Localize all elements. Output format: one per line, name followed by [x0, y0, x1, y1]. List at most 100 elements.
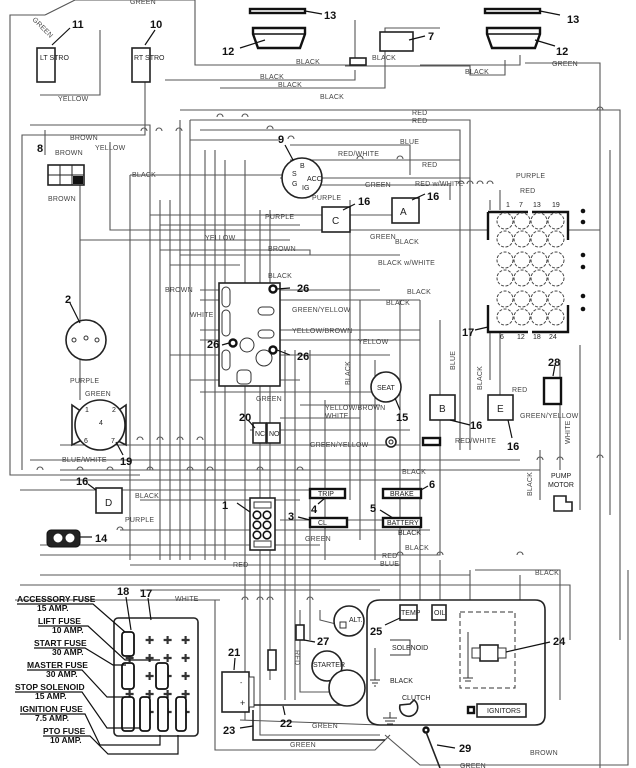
- svg-text:1: 1: [85, 407, 89, 414]
- wire-label-purple: PURPLE: [125, 517, 154, 524]
- wire-label-green: GREEN: [256, 396, 282, 403]
- fuse-legend-item: STOP SOLENOID 15 AMP.: [15, 682, 140, 729]
- wire-label-white: WHITE: [190, 312, 214, 319]
- wire-label-black: BLACK: [402, 469, 426, 476]
- connector-cavity: [547, 212, 565, 230]
- fuse-socket: ✚: [145, 635, 154, 647]
- pto-switch: 1 2 4 6 7 19: [71, 399, 132, 468]
- wire-label-brown: BROWN: [70, 135, 98, 142]
- wire-label-black: BLACK: [345, 361, 352, 385]
- wire-label-red: RED: [520, 188, 535, 195]
- connector-cavity: [530, 290, 548, 308]
- callout-2: 2: [65, 294, 71, 306]
- wire-label-black: BLACK: [527, 472, 534, 496]
- fuse: [175, 696, 187, 732]
- fuse: [139, 696, 151, 732]
- callout-17: 17: [140, 588, 152, 600]
- wire-label-yellow-brown: YELLOW/BROWN: [292, 328, 352, 335]
- switch-7: 7: [349, 31, 434, 66]
- callout-21: 21: [228, 647, 240, 659]
- svg-text:7: 7: [111, 438, 115, 445]
- svg-text:LIFT FUSE: LIFT FUSE: [38, 616, 81, 626]
- wire-label-green: GREEN: [130, 0, 156, 6]
- wire-label-black: BLACK: [278, 82, 302, 89]
- callout-18: 18: [117, 586, 129, 598]
- fuse-slots: ✚✚✚✚✚✚✚✚✚✚✚✚✚✚✚✚✚✚✚✚: [121, 631, 190, 732]
- wire-label-blue: BLUE: [450, 351, 457, 370]
- connector-cavity: [496, 251, 514, 269]
- wire-label-green: GREEN: [370, 234, 396, 241]
- svg-text:TEMP: TEMP: [401, 610, 421, 617]
- connector-cavity: [513, 308, 531, 326]
- wire-label-green: GREEN: [460, 763, 486, 768]
- wire-label-red: RED: [412, 118, 427, 125]
- relay-battery: BATTERY BLACK 5: [370, 503, 423, 537]
- fuse-socket: ✚: [163, 689, 172, 701]
- fuse-socket: ✚: [181, 671, 190, 683]
- strobe-right-label: RT STRO: [134, 55, 165, 62]
- svg-text:IG: IG: [302, 185, 309, 192]
- main-harness-connector: 1: [222, 497, 276, 551]
- svg-text:+: +: [240, 698, 245, 708]
- alternator: ALT.: [333, 605, 365, 637]
- wire-label-black: BLACK: [135, 493, 159, 500]
- spark-plug-wire: 29: [422, 726, 471, 768]
- wire-label-green: GREEN: [305, 536, 331, 543]
- no-label: NO: [269, 431, 280, 438]
- callout-23: 23: [223, 725, 235, 737]
- wire-label-green: GREEN: [85, 391, 111, 398]
- wire-label-white: WHITE: [325, 413, 349, 420]
- relay-d: D 16: [76, 476, 123, 514]
- wire-label-green: GREEN: [312, 723, 338, 730]
- fuse-socket: ✚: [145, 671, 154, 683]
- svg-text:C: C: [332, 216, 339, 227]
- strobe-left-label: LT STRO: [40, 55, 69, 62]
- wire-label-black: BLACK: [535, 570, 559, 577]
- callout-22: 22: [280, 718, 292, 730]
- callout-17: 17: [462, 327, 474, 339]
- hour-meter: 2: [65, 294, 107, 361]
- relay-cl: CL 3: [288, 511, 349, 529]
- svg-text:BATTERY: BATTERY: [387, 520, 419, 527]
- wire-label-blue: BLUE: [400, 139, 419, 146]
- callout-20: 20: [239, 412, 251, 424]
- svg-text:B: B: [300, 163, 305, 170]
- callout-26: 26: [297, 283, 309, 295]
- callout-24: 24: [553, 636, 566, 648]
- wire-label-blue: BLUE: [380, 561, 399, 568]
- svg-text:15 AMP.: 15 AMP.: [35, 691, 67, 701]
- fuse-legend: ACCESSORY FUSE 15 AMP. LIFT FUSE 10 AMP.…: [15, 594, 179, 755]
- callout-5: 5: [370, 503, 376, 515]
- svg-text:30 AMP.: 30 AMP.: [46, 669, 78, 679]
- callout-26: 26: [207, 339, 219, 351]
- callout-27: 27: [317, 636, 329, 648]
- nc-label: NC: [255, 431, 265, 438]
- connector-cavity: [513, 251, 531, 269]
- connector-cavity: [530, 212, 548, 230]
- wire-label-red: RED: [293, 650, 300, 665]
- svg-text:2: 2: [112, 407, 116, 414]
- wire-label-black: BLACK: [405, 545, 429, 552]
- connector-cavity: [496, 212, 514, 230]
- wire-label-purple: PURPLE: [312, 195, 341, 202]
- svg-text:24: 24: [549, 334, 557, 341]
- wire-crossovers: [36, 106, 604, 601]
- wire-label-brown: BROWN: [530, 750, 558, 757]
- svg-text:ALT.: ALT.: [349, 617, 363, 624]
- wire-label-green: GREEN: [290, 742, 316, 749]
- fuse-socket: ✚: [181, 653, 190, 665]
- pump-motor: PUMP MOTOR: [548, 473, 574, 512]
- motor-label: MOTOR: [548, 482, 574, 489]
- strobe-left: LT STRO 11: [36, 19, 84, 83]
- wire-label-red: RED: [233, 562, 248, 569]
- callout-10: 10: [150, 19, 162, 31]
- callout-16: 16: [470, 420, 482, 432]
- relay-c: C 16: [321, 196, 370, 233]
- headlight-left: 12: [222, 26, 307, 58]
- connector-cavity: [530, 308, 548, 326]
- svg-text:10 AMP.: 10 AMP.: [52, 625, 84, 635]
- wire-label-blue-white: BLUE/WHITE: [62, 457, 107, 464]
- svg-text:ACC: ACC: [307, 176, 322, 183]
- relay-b: B 16: [429, 394, 482, 432]
- relay-trip: TRIP 4: [308, 487, 347, 516]
